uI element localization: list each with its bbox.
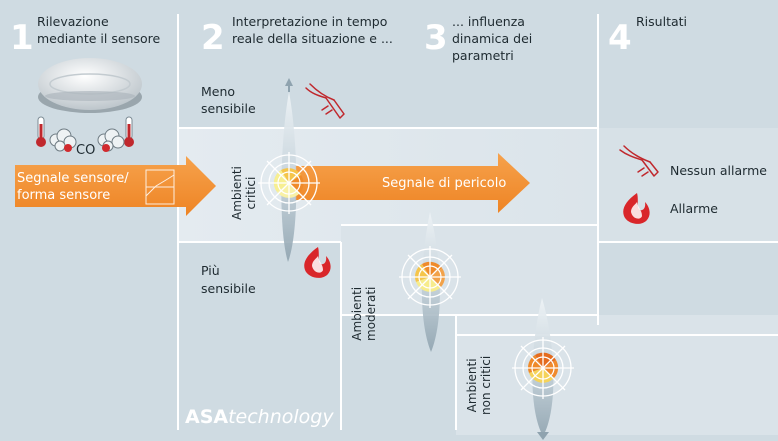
step-3-title-line3: parametri <box>452 48 514 63</box>
step-2-title-line1: Interpretazione in tempo <box>232 14 388 29</box>
environment-moderate-label: Ambienti moderati <box>350 287 378 341</box>
environment-noncritical-line1: Ambienti <box>465 358 479 413</box>
step-3-title-line1: ... influenza <box>452 14 525 29</box>
environment-moderate-line1: Ambienti <box>350 286 364 341</box>
environment-critical-line1: Ambienti <box>230 166 244 220</box>
step-number-2: 2 <box>201 18 225 58</box>
environment-noncritical-label: Ambienti non critici <box>465 356 493 415</box>
smoke-cloud-icon-left <box>49 128 77 152</box>
legend-alarm-label: Allarme <box>670 201 718 216</box>
step-4-title: Risultati <box>636 14 688 29</box>
environment-moderate-line2: moderati <box>364 286 378 341</box>
smoke-cloud-icon-right <box>97 128 125 152</box>
brand-logo: ASAtechnology <box>185 406 334 428</box>
waveform-icon <box>145 169 175 205</box>
band-results <box>598 128 778 242</box>
environment-critical-label: Ambienti critici <box>230 166 258 220</box>
flame-icon-sensitivity <box>304 247 331 278</box>
band-moderate <box>341 225 598 315</box>
brand-bold: ASA <box>185 406 229 428</box>
danger-signal-arrow <box>295 153 530 213</box>
environment-noncritical-line2: non critici <box>479 355 493 415</box>
radar-target-noncritical <box>512 337 574 399</box>
no-alarm-icon-sensitivity <box>305 83 345 119</box>
smoke-detector-icon <box>38 58 142 113</box>
more-sensitive-line1: Più <box>201 263 220 278</box>
step-3-title-line2: dinamica dei <box>452 31 533 46</box>
less-sensitive-line1: Meno <box>201 84 236 99</box>
no-alarm-icon <box>619 145 659 177</box>
less-sensitive-line2: sensibile <box>201 101 256 116</box>
grid-lines <box>177 14 778 430</box>
more-sensitive-line2: sensibile <box>201 281 256 296</box>
thermometer-icon-right <box>124 116 134 147</box>
step-number-4: 4 <box>608 18 632 58</box>
gas-label-co: CO <box>76 143 96 158</box>
sensor-signal-label-line2: forma sensore <box>17 188 111 203</box>
environment-critical-line2: critici <box>244 176 258 210</box>
sensor-signal-label-line1: Segnale sensore/ <box>17 171 129 186</box>
legend-no-alarm-label: Nessun allarme <box>670 163 767 178</box>
brand-italic: technology <box>228 406 334 428</box>
thermometer-icon-left <box>36 116 46 147</box>
danger-signal-label: Segnale di pericolo <box>382 176 507 191</box>
band-noncritical <box>456 315 778 435</box>
step-number-3: 3 <box>424 18 448 58</box>
radar-target-critical <box>258 152 320 214</box>
radar-target-moderate <box>399 246 461 308</box>
step-1-title-line2: mediante il sensore <box>37 31 161 46</box>
flame-icon <box>623 193 650 224</box>
step-2-title-line2: reale della situazione e ... <box>232 31 393 46</box>
step-number-1: 1 <box>10 18 34 58</box>
sensor-signal-arrow <box>15 156 216 216</box>
step-1-title-line1: Rilevazione <box>37 14 109 29</box>
